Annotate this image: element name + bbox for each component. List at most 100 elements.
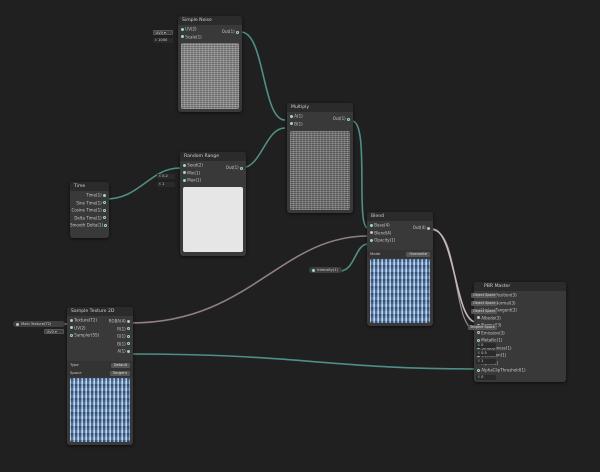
output-cosine-time[interactable]: Cosine Time(1) — [70, 206, 109, 214]
input-metallic[interactable]: Metallic(1) — [474, 336, 566, 344]
type-dropdown[interactable]: Default — [110, 362, 130, 368]
port-icon[interactable] — [127, 342, 130, 345]
port-icon[interactable] — [16, 322, 19, 326]
input-seed[interactable]: Seed(2) — [180, 161, 246, 169]
input-opacity[interactable]: Opacity(1) — [367, 236, 433, 244]
output-out[interactable]: Out(1) — [222, 29, 239, 35]
node-title[interactable]: Blend — [367, 212, 433, 221]
input-albedo[interactable]: Albedo(3) — [474, 314, 566, 322]
space-dropdown[interactable]: Tangent — [109, 370, 130, 376]
output-out[interactable]: Out(1) — [226, 165, 243, 171]
output-g[interactable]: G(1) — [109, 332, 130, 340]
node-title[interactable]: PBR Master — [474, 282, 566, 291]
port-icon[interactable] — [347, 117, 350, 121]
port-icon[interactable] — [477, 331, 480, 334]
blend-mode-dropdown[interactable]: Overwrite — [406, 251, 430, 257]
port-icon[interactable] — [127, 349, 130, 353]
input-min[interactable]: Min(1) — [180, 169, 246, 177]
input-uv[interactable]: UV(2) — [67, 324, 133, 332]
main-texture-property[interactable]: Main Texture(T2) — [13, 321, 65, 327]
occlusion-field[interactable]: X 1 — [476, 359, 496, 364]
output-sine-time[interactable]: Sine Time(1) — [70, 199, 109, 207]
port-icon[interactable] — [127, 327, 130, 330]
random-range-node[interactable]: Random Range Seed(2) Min(1) Max(1) Out(1… — [180, 152, 246, 256]
port-icon[interactable] — [312, 268, 315, 272]
input-base[interactable]: Base(4) — [367, 221, 433, 229]
node-title[interactable]: Multiply — [287, 103, 353, 112]
output-out[interactable]: Out(1) — [333, 116, 350, 122]
port-icon[interactable] — [127, 319, 130, 323]
multiply-node[interactable]: Multiply A(1) B(1) Out(1) — [287, 103, 353, 213]
output-out[interactable]: Out(4) — [413, 225, 430, 231]
port-icon[interactable] — [183, 178, 186, 182]
port-icon[interactable] — [183, 171, 186, 174]
output-time[interactable]: Time(1) — [70, 191, 109, 199]
blend-node[interactable]: Blend Base(4) Blend(4) Opacity(1) Out(4)… — [367, 212, 433, 326]
port-icon[interactable] — [181, 27, 184, 31]
port-icon[interactable] — [427, 226, 430, 230]
input-sampler[interactable]: Sampler(SS) — [67, 331, 133, 339]
multiply-preview — [290, 131, 350, 210]
smoothness-field[interactable]: X 0.5 — [476, 351, 496, 356]
sample-texture-2d-node[interactable]: Sample Texture 2D Texture(T2) UV(2) Samp… — [67, 307, 133, 445]
time-node[interactable]: Time Time(1) Sine Time(1) Cosine Time(1)… — [70, 182, 109, 238]
input-alpha-clip-threshold[interactable]: AlphaClipThreshold(1) — [474, 366, 566, 374]
input-scale[interactable]: Scale(1) — [178, 33, 242, 41]
port-icon[interactable] — [370, 231, 373, 234]
input-emission[interactable]: Emission(3) — [474, 329, 566, 337]
port-icon[interactable] — [103, 208, 106, 212]
port-icon[interactable] — [290, 122, 293, 125]
input-texture[interactable]: Texture(T2) — [67, 316, 133, 324]
port-icon[interactable] — [103, 216, 106, 219]
input-a[interactable]: A(1) — [287, 112, 353, 120]
output-r[interactable]: R(1) — [109, 325, 130, 333]
input-b[interactable]: B(1) — [287, 120, 353, 128]
port-icon[interactable] — [103, 193, 106, 197]
port-icon[interactable] — [70, 333, 73, 337]
port-icon[interactable] — [103, 201, 106, 204]
alpha-clip-threshold-field[interactable]: X 0 — [476, 375, 496, 380]
port-icon[interactable] — [370, 238, 373, 242]
port-icon[interactable] — [477, 368, 480, 372]
port-icon[interactable] — [370, 223, 373, 227]
input-max[interactable]: Max(1) — [180, 176, 246, 184]
input-uv[interactable]: UV(2) — [178, 25, 242, 33]
uv-default-field[interactable]: UV0 ▾ — [44, 329, 64, 334]
port-icon[interactable] — [104, 223, 108, 227]
port-icon[interactable] — [70, 326, 73, 329]
port-icon[interactable] — [240, 166, 243, 170]
output-a[interactable]: A(1) — [109, 347, 130, 355]
port-icon[interactable] — [127, 334, 130, 338]
port-label: Base(4) — [374, 222, 390, 228]
node-title[interactable]: Time — [70, 182, 109, 191]
port-icon[interactable] — [181, 35, 184, 38]
port-icon[interactable] — [477, 338, 480, 342]
uv-default-field[interactable]: UV0 ▾ — [153, 30, 173, 35]
output-delta-time[interactable]: Delta Time(1) — [70, 214, 109, 222]
node-title[interactable]: Sample Texture 2D — [67, 307, 133, 316]
port-icon[interactable] — [290, 114, 293, 118]
node-title[interactable]: Random Range — [180, 152, 246, 161]
simple-noise-node[interactable]: Simple Noise UV(2) Scale(1) Out(1) — [178, 16, 242, 112]
output-b[interactable]: B(1) — [109, 340, 130, 348]
metallic-field[interactable]: X 0 — [476, 343, 496, 348]
output-smooth-delta[interactable]: Smooth Delta(1) — [70, 221, 109, 229]
port-label: Smoothness(1) — [481, 344, 512, 350]
port-icon[interactable] — [477, 316, 480, 319]
max-field[interactable]: X 1 — [157, 182, 175, 187]
scale-field[interactable]: X 1000 — [153, 38, 173, 43]
min-field[interactable]: X 0.2 — [157, 174, 175, 179]
pbr-master-node[interactable]: PBR Master Vertex Position(3) Vertex Nor… — [474, 282, 566, 382]
port-icon[interactable] — [70, 318, 73, 322]
port-icon[interactable] — [236, 30, 239, 34]
node-title[interactable]: Simple Noise — [178, 16, 242, 25]
intensity-property[interactable]: Intensity(1) — [309, 267, 342, 273]
output-rgba[interactable]: RGBA(4) — [109, 317, 130, 325]
port-icon[interactable] — [183, 163, 186, 167]
port-label: Out(4) — [412, 225, 426, 230]
input-blend[interactable]: Blend(4) — [367, 229, 433, 237]
